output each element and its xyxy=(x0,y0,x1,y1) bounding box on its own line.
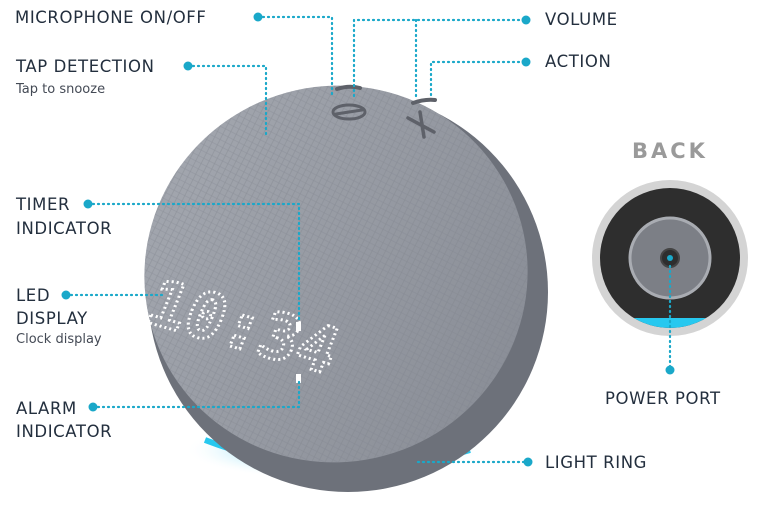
label-back: BACK xyxy=(632,139,708,163)
label-light-ring: LIGHT RING xyxy=(545,453,648,472)
label-led-line1: LED xyxy=(16,286,51,305)
label-led-sub: Clock display xyxy=(16,332,102,347)
label-timer-line2: INDICATOR xyxy=(16,219,113,238)
leader-dots xyxy=(61,12,675,467)
label-tap-detection-sub: Tap to snooze xyxy=(16,82,106,97)
label-volume: VOLUME xyxy=(545,10,618,29)
label-led-line2: DISPLAY xyxy=(16,309,88,328)
label-power-port: POWER PORT xyxy=(605,389,721,408)
leader-lines xyxy=(64,15,672,464)
label-microphone: MICROPHONE ON/OFF xyxy=(15,8,207,27)
label-alarm-line1: ALARM xyxy=(16,399,77,418)
alarm-indicator xyxy=(296,374,301,383)
microphone-off-icon[interactable] xyxy=(331,84,367,121)
label-timer-line1: TIMER xyxy=(16,195,71,214)
timer-indicator xyxy=(296,322,301,331)
device-fabric xyxy=(144,85,528,463)
label-action: ACTION xyxy=(545,52,612,71)
action-dot-icon[interactable] xyxy=(406,97,437,139)
label-alarm-line2: INDICATOR xyxy=(16,422,113,441)
label-tap-detection: TAP DETECTION xyxy=(16,57,155,76)
back-view xyxy=(592,180,748,336)
